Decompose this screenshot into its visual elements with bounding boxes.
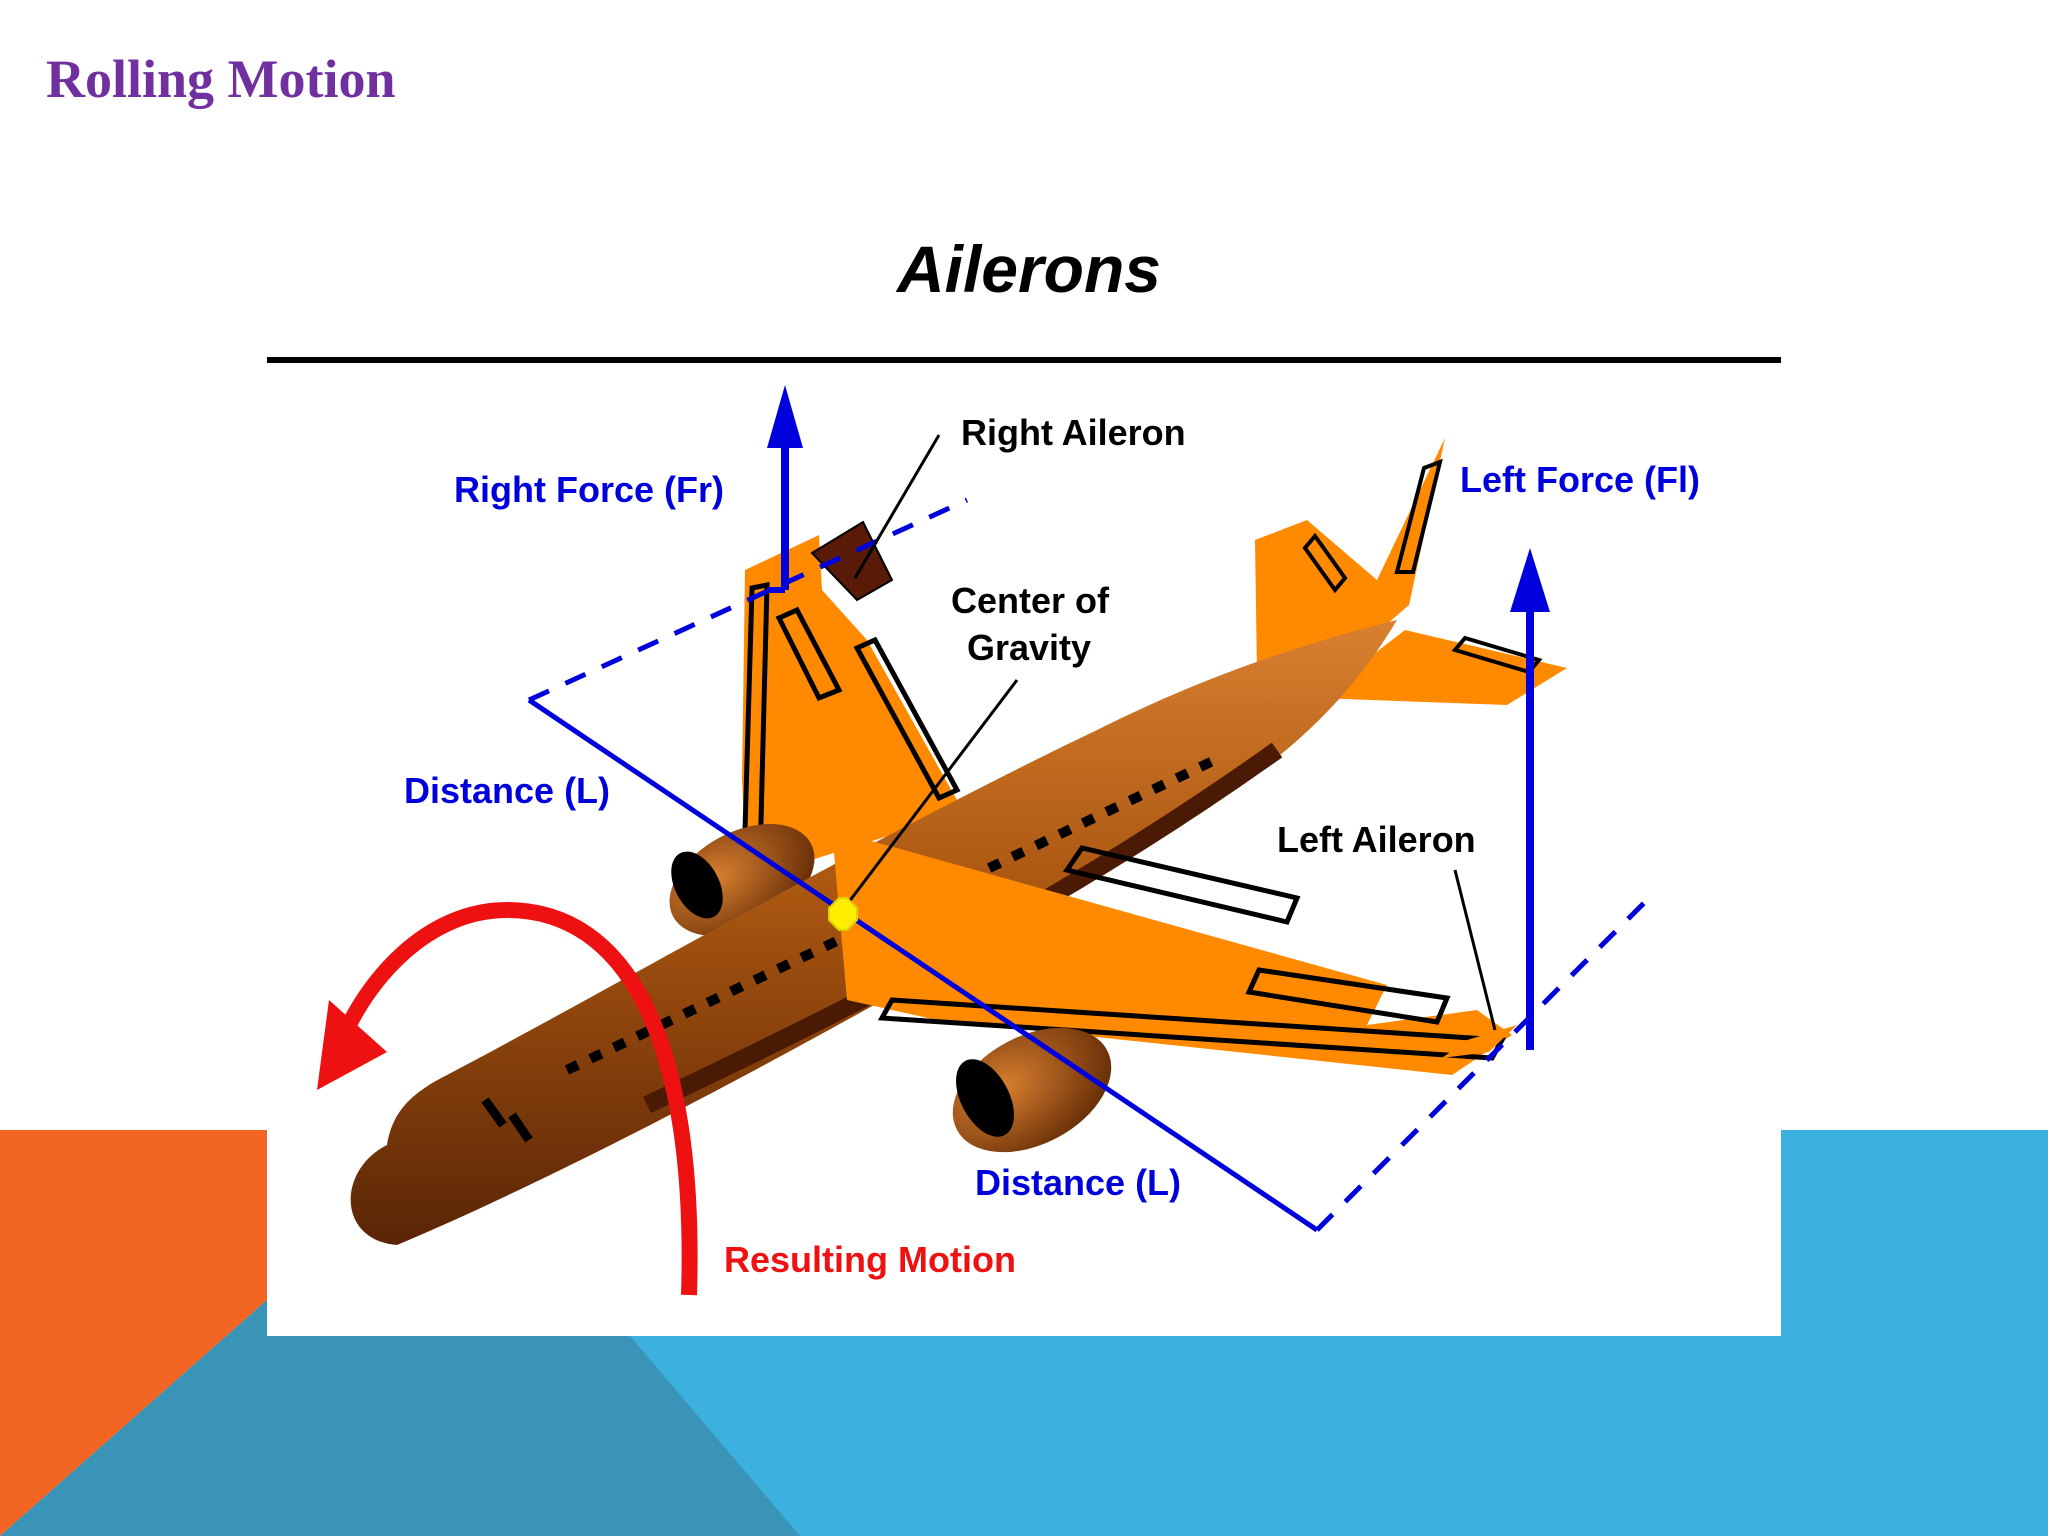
ailerons-diagram-canvas: Ailerons bbox=[267, 232, 1781, 1296]
right-engine-intake bbox=[671, 851, 723, 919]
distance-right-label: Distance (L) bbox=[975, 1162, 1181, 1203]
vertical-tail-fin bbox=[1255, 438, 1445, 675]
right-horizontal-stabilizer bbox=[1317, 630, 1567, 705]
right-aileron-leader-line bbox=[853, 434, 941, 579]
right-force-arrowhead bbox=[767, 385, 803, 448]
left-engine-intake bbox=[956, 1059, 1014, 1137]
rudder-outline bbox=[1394, 458, 1443, 574]
right-flap-outline-2 bbox=[853, 636, 961, 802]
left-flap-outline-2 bbox=[1245, 967, 1451, 1025]
center-of-gravity-dot bbox=[828, 897, 858, 931]
left-force-arrowhead bbox=[1510, 548, 1550, 612]
cg-leader-line bbox=[837, 679, 1019, 916]
tail-tab-outline bbox=[1302, 532, 1348, 594]
left-wing bbox=[832, 830, 1512, 1075]
distance-left-label: Distance (L) bbox=[404, 770, 610, 811]
slide-title: Rolling Motion bbox=[46, 49, 396, 109]
window-row bbox=[564, 755, 1218, 1075]
left-force-label: Left Force (Fl) bbox=[1460, 459, 1700, 500]
left-flap-outline-1 bbox=[1062, 845, 1301, 925]
center-of-gravity-label-line2: Gravity bbox=[967, 627, 1091, 668]
right-force-label: Right Force (Fr) bbox=[454, 469, 724, 510]
left-aileron-leader-line bbox=[1453, 869, 1497, 1031]
resulting-motion-label: Resulting Motion bbox=[724, 1239, 1016, 1280]
right-wing bbox=[742, 535, 957, 880]
right-flap-outline-1 bbox=[775, 606, 843, 702]
right-force-dashed-plane bbox=[527, 497, 969, 703]
distance-axis-line bbox=[527, 697, 1319, 1233]
center-of-gravity-label-line1: Center of bbox=[951, 580, 1110, 621]
right-aileron-label: Right Aileron bbox=[961, 412, 1186, 453]
ailerons-diagram: Ailerons bbox=[267, 180, 1781, 1336]
left-aileron-label: Left Aileron bbox=[1277, 819, 1476, 860]
left-aileron bbox=[1442, 1025, 1517, 1058]
diagram-heading: Ailerons bbox=[895, 232, 1161, 306]
resulting-motion-arc bbox=[334, 901, 698, 1296]
orange-corner-shape bbox=[0, 1130, 267, 1536]
dark-blue-triangle-shape bbox=[0, 1300, 800, 1536]
resulting-motion-arrowhead bbox=[317, 1000, 387, 1090]
cockpit-windows bbox=[481, 1097, 533, 1143]
